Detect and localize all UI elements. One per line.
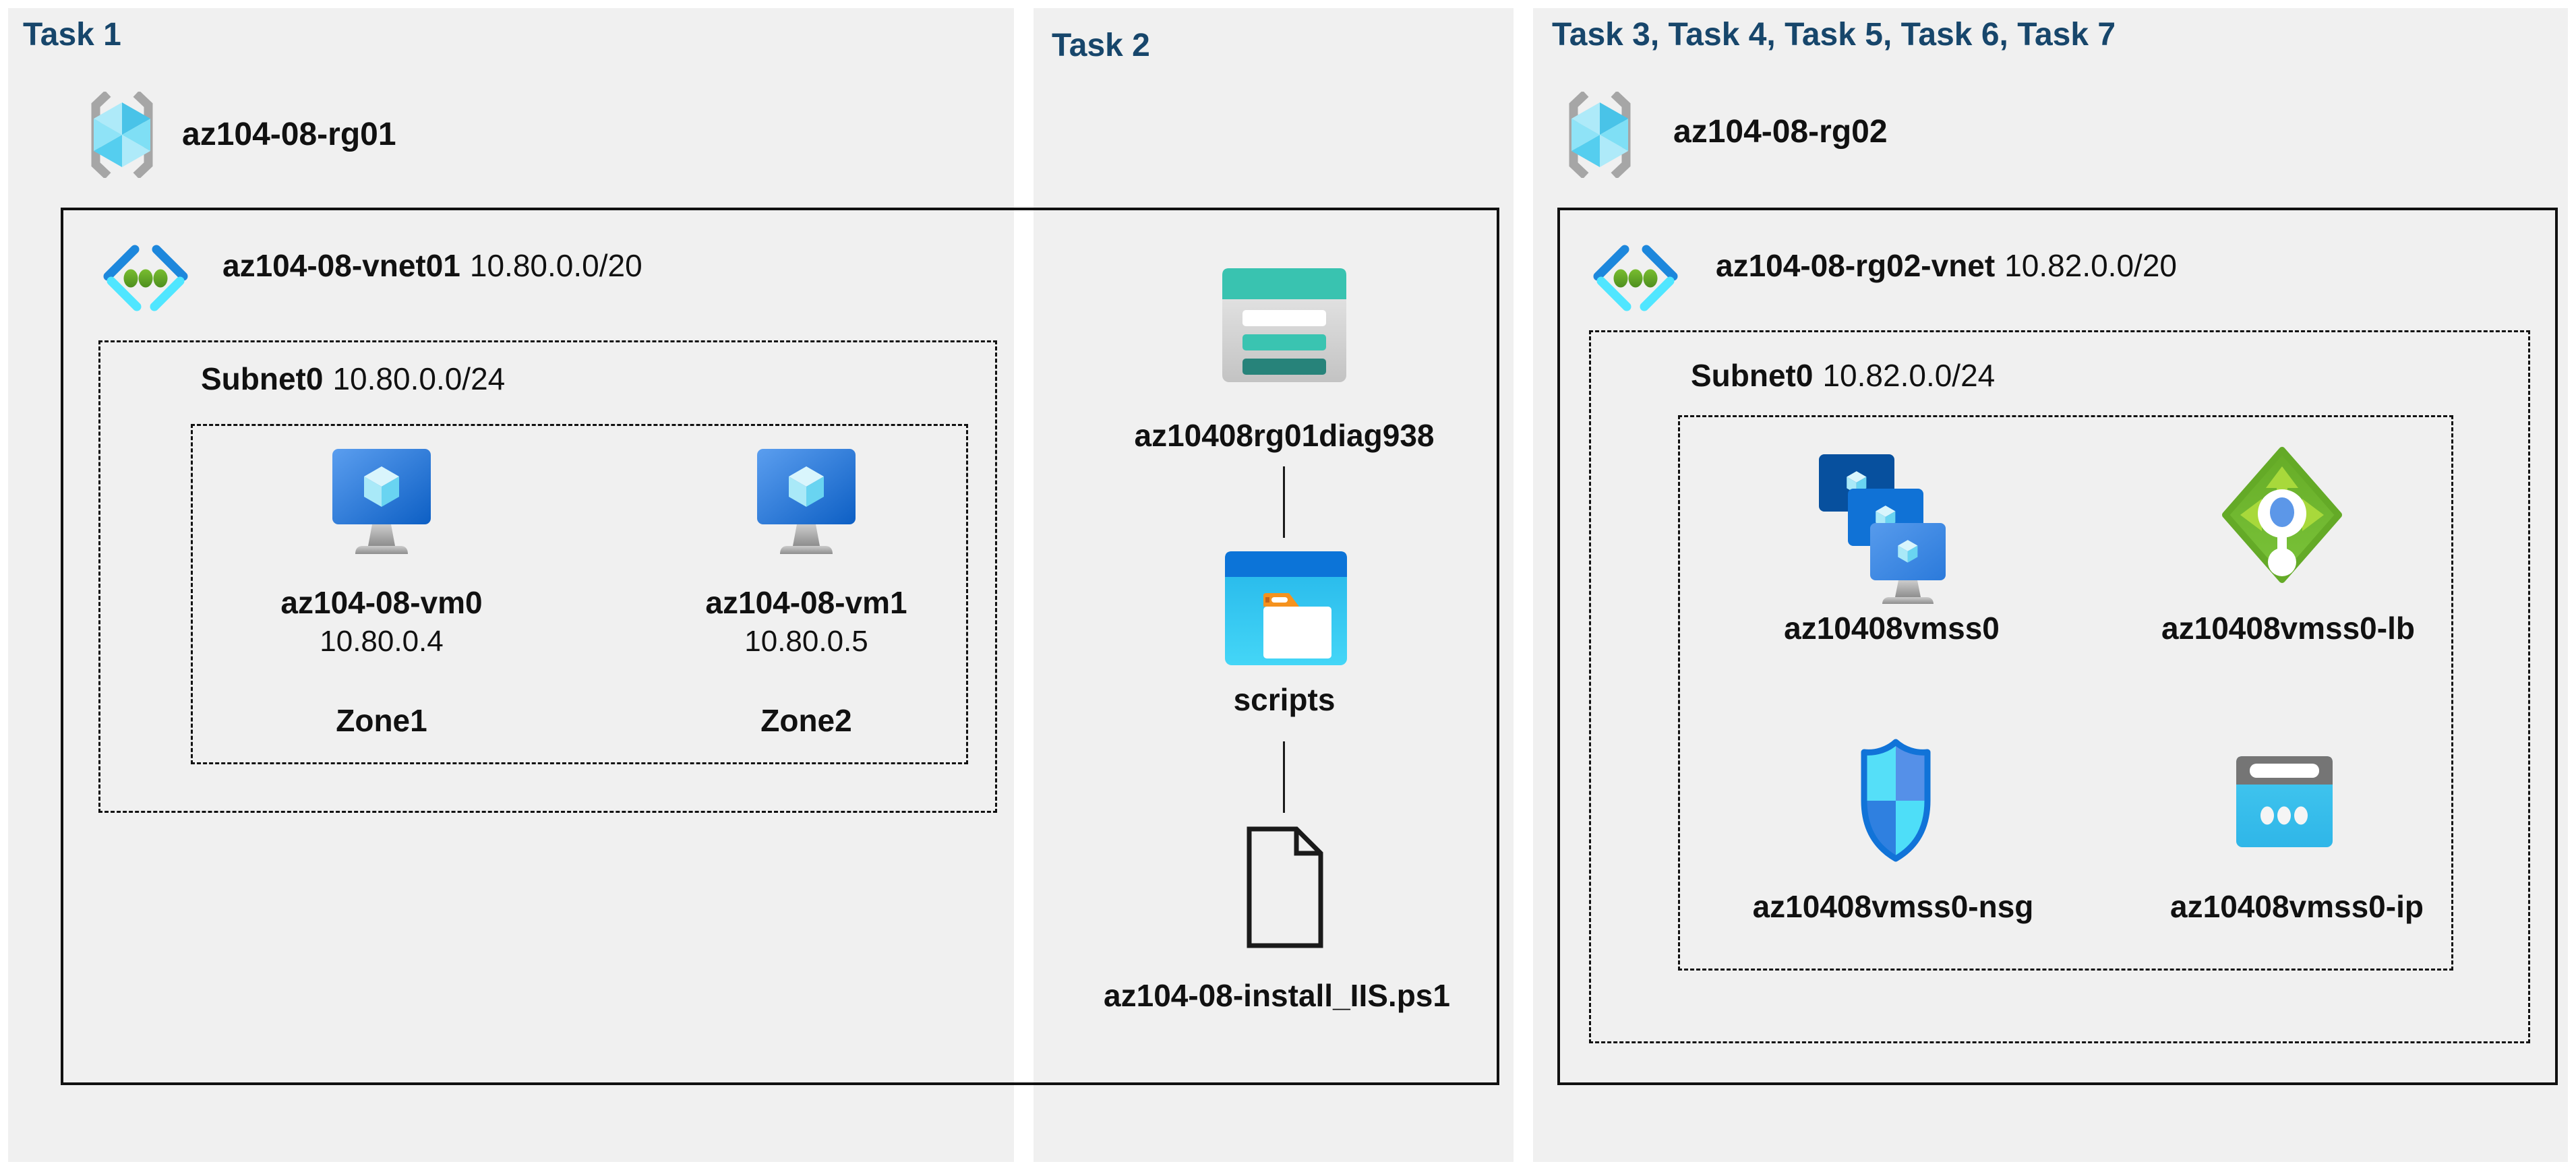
load-balancer-icon: [2222, 447, 2342, 583]
subnet-name: Subnet0: [201, 361, 324, 396]
resource-group-label: az104-08-rg01: [182, 117, 396, 152]
vnet-name: az104-08-vnet01: [222, 248, 460, 283]
subnet-cidr: 10.80.0.0/24: [332, 361, 506, 396]
storage-account-label: az10408rg01diag938: [1134, 418, 1435, 453]
script-file-label: az104-08-install_IIS.ps1: [1104, 978, 1450, 1013]
availability-zones-box: [191, 424, 968, 764]
virtual-machine-icon: [757, 449, 856, 554]
panel-task1: [8, 8, 1014, 1162]
connector-line: [1283, 466, 1285, 538]
vm-zone-label: Zone2: [760, 703, 852, 738]
task2-title: Task 2: [1052, 28, 1150, 63]
blob-container-icon: [1225, 551, 1347, 665]
resource-group-icon: [1569, 92, 1631, 178]
nsg-icon: [1861, 739, 1931, 862]
lb-label: az10408vmss0-lb: [2161, 611, 2415, 646]
virtual-network-icon: [103, 245, 188, 311]
public-ip-icon: [2236, 756, 2333, 847]
ip-label: az10408vmss0-ip: [2170, 889, 2424, 924]
connector-line: [1283, 741, 1285, 813]
subnet-box: [98, 340, 997, 813]
subnet-box: [1589, 330, 2530, 1043]
vnet-label: az104-08-vnet01 10.80.0.0/20: [222, 250, 642, 281]
nsg-label: az10408vmss0-nsg: [1752, 889, 2034, 924]
vnet-cidr: 10.82.0.0/20: [2004, 248, 2177, 283]
resource-group-icon: [91, 92, 153, 178]
vm-name-label: az104-08-vm0: [280, 585, 483, 620]
vm-ip-label: 10.80.0.4: [320, 625, 444, 658]
task3-title: Task 3, Task 4, Task 5, Task 6, Task 7: [1552, 17, 2116, 53]
vm-zone-label: Zone1: [336, 703, 427, 738]
vm-scale-set-icon: [1819, 454, 1946, 604]
vnet-cidr: 10.80.0.0/20: [469, 248, 642, 283]
task1-title: Task 1: [23, 17, 121, 53]
script-file-icon: [1247, 826, 1323, 948]
resource-group-label: az104-08-rg02: [1673, 114, 1888, 150]
vmss-resources-box: [1678, 415, 2453, 971]
virtual-network-icon: [1593, 245, 1678, 311]
storage-account-icon: [1222, 268, 1346, 382]
subnet-name: Subnet0: [1691, 358, 1814, 393]
vnet-boundary-box-rg02: [1557, 208, 2558, 1085]
virtual-machine-icon: [332, 449, 431, 554]
vmss-label: az10408vmss0: [1784, 611, 2000, 646]
vm-name-label: az104-08-vm1: [705, 585, 907, 620]
vm-ip-label: 10.80.0.5: [744, 625, 868, 658]
vnet-name: az104-08-rg02-vnet: [1716, 248, 1996, 283]
vnet-boundary-box-rg01: [61, 208, 1499, 1085]
container-label: scripts: [1233, 682, 1336, 717]
subnet-cidr: 10.82.0.0/24: [1822, 358, 1996, 393]
